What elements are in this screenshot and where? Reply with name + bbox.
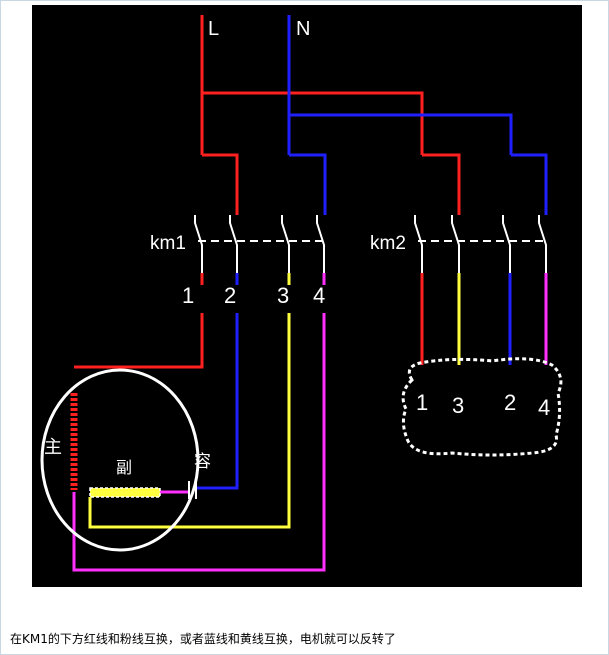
motor-terminal-1: 1 bbox=[416, 390, 428, 415]
capacitor bbox=[188, 481, 197, 499]
aux-winding bbox=[89, 487, 161, 498]
supply-line-n bbox=[287, 15, 548, 215]
caption-text: 在KM1的下方红线和粉线互换，或者蓝线和黄线互换，电机就可以反转了 bbox=[10, 632, 396, 646]
km1-terminal-2: 2 bbox=[224, 283, 236, 308]
motor-circle bbox=[40, 368, 200, 552]
km2-contacts bbox=[414, 215, 547, 273]
wire-blue-km1 bbox=[196, 273, 239, 490]
wire-yellow-km1 bbox=[88, 273, 291, 529]
motor-terminal-3: 3 bbox=[452, 393, 464, 418]
motor-terminal-2: 2 bbox=[504, 390, 516, 415]
km1-terminal-1: 1 bbox=[182, 283, 194, 308]
km2-label: km2 bbox=[370, 233, 406, 254]
supply-line-l bbox=[200, 15, 461, 215]
km1-terminal-3: 3 bbox=[277, 283, 289, 308]
neutral-n-label: N bbox=[296, 18, 310, 40]
wiring-diagram: L N km1 km2 1 2 3 4 主 副 容 1 bbox=[32, 5, 582, 587]
km1-terminal-4: 4 bbox=[313, 283, 325, 308]
motor-terminal-box bbox=[401, 357, 563, 457]
line-l-label: L bbox=[208, 18, 219, 40]
capacitor-label: 容 bbox=[194, 452, 211, 471]
main-winding-label: 主 bbox=[44, 437, 62, 457]
wire-red-km1 bbox=[74, 273, 204, 369]
km1-contacts bbox=[194, 215, 325, 273]
km1-label: km1 bbox=[150, 233, 186, 254]
motor-terminal-4: 4 bbox=[538, 395, 550, 420]
aux-winding-label: 副 bbox=[116, 459, 132, 477]
